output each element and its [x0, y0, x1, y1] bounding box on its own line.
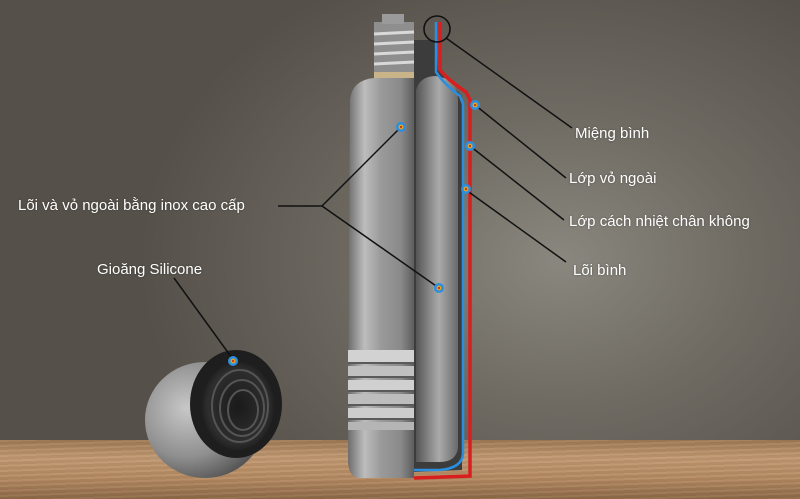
bottle-cap	[145, 350, 282, 478]
label-stainless-steel: Lõi và vỏ ngoài bằng inox cao cấp	[18, 197, 245, 214]
inner-chamber	[416, 76, 458, 462]
bottle-grip-ridges	[348, 350, 414, 430]
label-vacuum-layer: Lớp cách nhiệt chân không	[569, 213, 750, 230]
mouth-highlight-circle	[423, 15, 451, 43]
inner-wall-line	[414, 22, 465, 472]
label-inner-core: Lõi bình	[573, 262, 627, 279]
label-outer-shell: Lớp vỏ ngoài	[569, 170, 657, 187]
bottle-neck-threads	[373, 14, 415, 80]
leader-lines	[173, 37, 573, 359]
marker-points	[228, 100, 480, 366]
label-mouth: Miệng bình	[575, 125, 650, 142]
label-silicone-gasket: Gioăng Silicone	[97, 261, 203, 278]
outer-wall-line	[413, 22, 472, 480]
